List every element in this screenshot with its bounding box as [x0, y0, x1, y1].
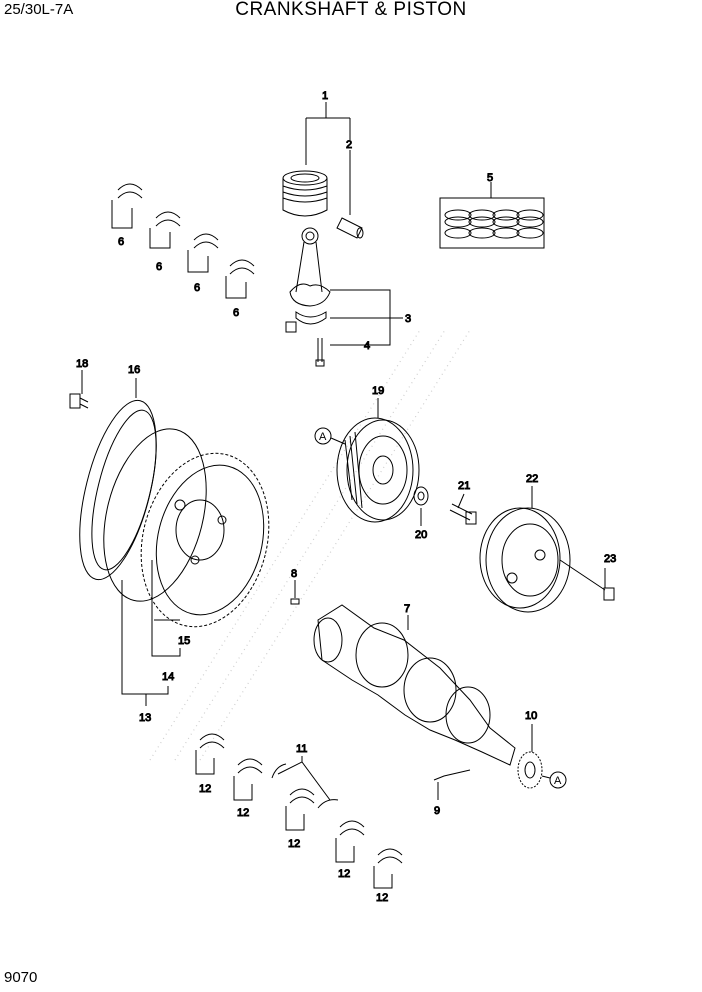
- callout-15: 15: [178, 635, 190, 647]
- reference-mark-a: A: [314, 427, 346, 445]
- callout-12: 12: [338, 868, 350, 880]
- callout-16: 16: [128, 364, 140, 376]
- piston-ring-set: [439, 197, 545, 249]
- thrust-washers: [271, 763, 339, 809]
- callout-11: 11: [296, 743, 307, 755]
- model-code: 25/30L-7A: [4, 1, 74, 18]
- callout-12: 12: [288, 838, 300, 850]
- callout-7: 7: [404, 603, 410, 615]
- callout-14: 14: [162, 671, 174, 683]
- reference-mark-a: A: [541, 771, 567, 789]
- callout-6: 6: [156, 261, 162, 273]
- callout-12: 12: [376, 892, 388, 904]
- washer: [413, 486, 429, 506]
- callout-20: 20: [415, 529, 427, 541]
- callout-23: 23: [604, 553, 616, 565]
- connecting-rod: [285, 227, 331, 333]
- callout-6: 6: [118, 236, 124, 248]
- piston: [282, 170, 328, 217]
- callout-19: 19: [372, 385, 384, 397]
- rod-bearing-shells: [111, 183, 255, 299]
- callout-13: 13: [139, 712, 151, 724]
- crankshaft-gear: [517, 751, 543, 789]
- callout-4: 4: [364, 340, 370, 352]
- callout-5: 5: [487, 172, 493, 184]
- callout-6: 6: [233, 307, 239, 319]
- crankshaft-key: [290, 598, 300, 605]
- flywheel-bolt: [69, 393, 89, 409]
- pulley-bolt: [449, 503, 477, 525]
- callout-12: 12: [199, 783, 211, 795]
- callout-6: 6: [194, 282, 200, 294]
- main-bearing-shells: [195, 733, 403, 889]
- piston-pin: [336, 217, 364, 239]
- crankshaft-pulley: [336, 417, 420, 523]
- gear-pin: [433, 769, 471, 781]
- callout-18: 18: [76, 358, 88, 370]
- page-number: 9070: [4, 969, 38, 986]
- callout-1: 1: [322, 90, 328, 102]
- callout-22: 22: [526, 473, 538, 485]
- callout-2: 2: [346, 139, 352, 151]
- callout-9: 9: [434, 805, 440, 817]
- callout-8: 8: [291, 568, 297, 580]
- damper-pulley: [479, 507, 571, 613]
- crankshaft: [313, 604, 516, 766]
- page-title: CRANKSHAFT & PISTON: [235, 0, 467, 20]
- callout-10: 10: [525, 710, 537, 722]
- watermark-pattern: [149, 329, 471, 761]
- damper-bolt: [559, 559, 615, 601]
- callout-12: 12: [237, 807, 249, 819]
- svg-text:A: A: [554, 775, 562, 787]
- callout-21: 21: [458, 480, 470, 492]
- svg-text:A: A: [319, 431, 327, 443]
- flywheel-assembly: [79, 399, 270, 628]
- callout-3: 3: [405, 313, 411, 325]
- rod-bolt: [315, 338, 325, 367]
